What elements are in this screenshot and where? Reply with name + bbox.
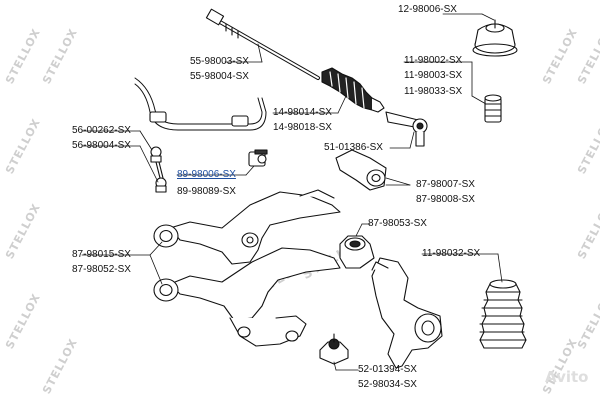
ball-joint-part — [339, 235, 375, 269]
stabilizer-bushing-part — [248, 149, 268, 167]
label-87-98052[interactable]: 87-98052-SX — [72, 264, 131, 275]
label-87-98015[interactable]: 87-98015-SX — [72, 249, 131, 260]
label-11-98033[interactable]: 11-98033-SX — [404, 86, 463, 97]
label-11-98032[interactable]: 11-98032-SX — [422, 248, 481, 259]
label-11-98003[interactable]: 11-98003-SX — [404, 70, 463, 81]
lower-arm-upper-part — [153, 189, 341, 265]
label-89-98006[interactable]: 89-98006-SX — [177, 169, 236, 180]
label-11-98002[interactable]: 11-98002-SX — [404, 55, 463, 66]
label-56-98004[interactable]: 56-98004-SX — [72, 140, 131, 151]
label-12-98006[interactable]: 12-98006-SX — [398, 4, 457, 15]
label-52-98034[interactable]: 52-98034-SX — [358, 379, 417, 390]
label-55-98004[interactable]: 55-98004-SX — [190, 71, 249, 82]
label-87-98008[interactable]: 87-98008-SX — [416, 194, 475, 205]
arm-bracket-part — [335, 149, 387, 191]
label-87-98053[interactable]: 87-98053-SX — [368, 218, 427, 229]
tie-rod-part — [205, 8, 320, 80]
lower-arm-lower-part — [153, 247, 341, 347]
label-51-01386[interactable]: 51-01386-SX — [324, 142, 383, 153]
stabilizer-link-part — [150, 146, 167, 193]
label-52-01394[interactable]: 52-01394-SX — [358, 364, 417, 375]
dust-boot-part — [479, 279, 527, 349]
label-14-98014[interactable]: 14-98014-SX — [273, 107, 332, 118]
bump-stop-part — [484, 94, 502, 123]
avito-watermark: Avito — [545, 368, 589, 386]
strut-mount-part — [472, 19, 518, 57]
lower-ball-joint-part — [319, 333, 349, 365]
stabilizer-bar-part — [134, 77, 267, 131]
steering-knuckle-part — [371, 257, 443, 369]
label-14-98018[interactable]: 14-98018-SX — [273, 122, 332, 133]
label-89-98089[interactable]: 89-98089-SX — [177, 186, 236, 197]
label-56-00262[interactable]: 56-00262-SX — [72, 125, 131, 136]
label-55-98003[interactable]: 55-98003-SX — [190, 56, 249, 67]
steering-boot-part — [321, 67, 385, 113]
leader-lines — [81, 13, 503, 371]
tie-rod-end-part — [385, 111, 428, 147]
label-87-98007[interactable]: 87-98007-SX — [416, 179, 475, 190]
